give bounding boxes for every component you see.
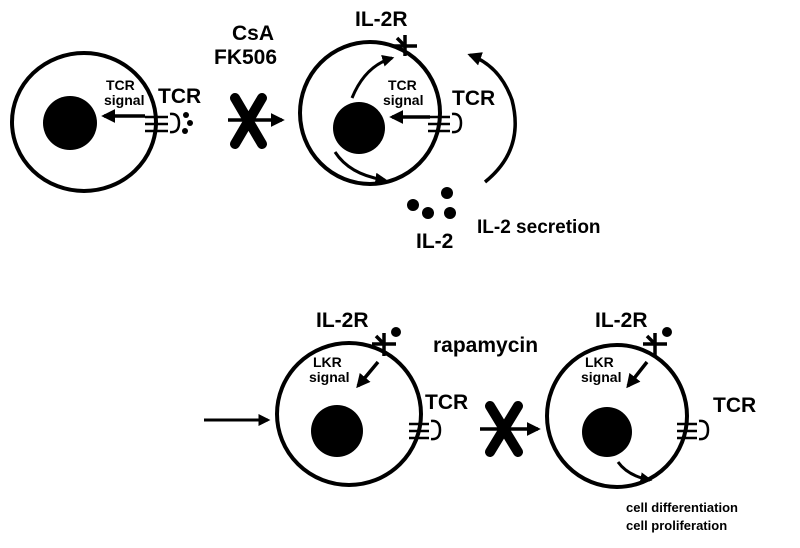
il2-label: IL-2 — [416, 230, 453, 253]
tcr-receptor-icon — [145, 112, 181, 134]
tcr-receptor-icon — [428, 112, 463, 134]
signal-label-line2: signal — [309, 369, 349, 385]
il2r-receptor-icon — [372, 333, 396, 356]
tcr-receptor-icon — [409, 419, 442, 441]
bottom-left-cell: IL-2R LKR signal TCR — [204, 309, 468, 487]
tcr-label: TCR — [452, 87, 495, 110]
cell-membrane — [545, 343, 689, 489]
cell-membrane — [298, 40, 442, 186]
outcome-arrow — [616, 461, 653, 485]
tcr-label: TCR — [713, 394, 756, 417]
inner-secretion-arrow — [333, 151, 388, 185]
il2-secretion-label: IL-2 secretion — [477, 217, 601, 238]
antigen-icon — [182, 112, 193, 134]
nucleus — [311, 405, 363, 457]
il2r-label: IL-2R — [355, 8, 408, 31]
il2-molecules-icon — [407, 187, 456, 219]
tcr-label: TCR — [158, 85, 201, 108]
tcr-receptor-icon — [677, 419, 710, 441]
signal-label-line1: TCR — [388, 77, 417, 93]
outcome-line1: cell differentiation — [626, 500, 738, 515]
signal-label-line1: LKR — [585, 354, 614, 370]
nucleus — [582, 407, 632, 457]
block-x-icon — [230, 93, 267, 149]
il2r-receptor-icon — [643, 333, 667, 356]
lkr-signal-arrow — [626, 360, 649, 389]
signal-label-line2: signal — [581, 369, 621, 385]
top-left-cell: TCR signal TCR — [10, 51, 201, 193]
nucleus — [333, 102, 385, 154]
cell-membrane — [10, 51, 158, 193]
outcome-line2: cell proliferation — [626, 518, 727, 533]
signal-label-line1: TCR — [106, 77, 135, 93]
signal-label-line2: signal — [104, 92, 144, 108]
top-right-cell: IL-2R TCR TCR signal IL-2 IL-2 secretion — [298, 8, 601, 253]
il2r-label: IL-2R — [595, 309, 648, 332]
bottom-right-cell: IL-2R LKR signal TCR cell differentiatio… — [545, 309, 756, 533]
lkr-signal-arrow — [356, 360, 380, 389]
block-x-icon — [485, 401, 523, 457]
inner-feedback-arrow-up — [350, 54, 395, 99]
calcineurin-inhibitor-block: CsA FK506 — [214, 22, 285, 149]
il2-bound-icon — [662, 327, 672, 337]
il2r-label: IL-2R — [316, 309, 369, 332]
il2-bound-icon — [391, 327, 401, 337]
rapamycin-label: rapamycin — [433, 334, 538, 357]
tcr-label: TCR — [425, 391, 468, 414]
rapamycin-block: rapamycin — [433, 334, 541, 457]
drug-label-line2: FK506 — [214, 46, 277, 69]
cell-membrane — [275, 341, 423, 487]
signal-label-line1: LKR — [313, 354, 342, 370]
autocrine-loop-arrow — [467, 52, 517, 184]
il2r-receptor-icon — [393, 35, 417, 56]
signal-label-line2: signal — [383, 92, 423, 108]
drug-label-line1: CsA — [232, 22, 274, 45]
nucleus — [43, 96, 97, 150]
